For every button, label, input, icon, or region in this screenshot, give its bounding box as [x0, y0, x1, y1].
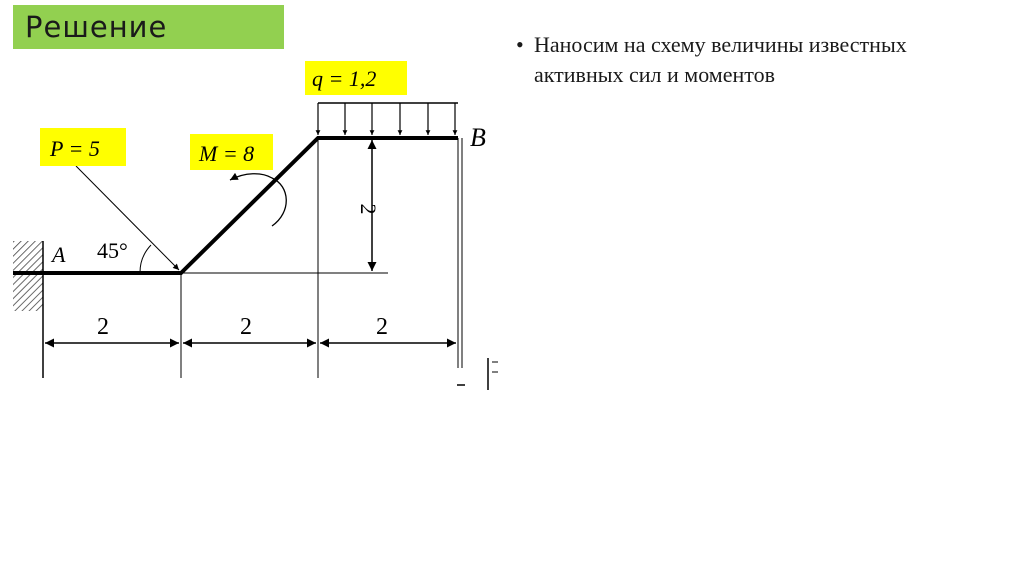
p-label: P = 5 [49, 136, 100, 161]
angle-label: 45° [97, 238, 128, 263]
force-p-arrow [75, 165, 180, 271]
angle-arc [139, 244, 152, 274]
q-label: q = 1,2 [312, 66, 376, 91]
bullet-dot-icon: • [516, 32, 524, 57]
bullet-list: • Наносим на схему величины известных ак… [516, 30, 936, 90]
point-b-label: B [470, 123, 486, 152]
dimension-label: 2 [240, 314, 252, 340]
dimension-label: 2 [97, 314, 109, 340]
m-label: M = 8 [198, 141, 254, 166]
dimension-label: 2 [376, 314, 388, 340]
height-label: 2 [356, 204, 381, 215]
bullet-item: • Наносим на схему величины известных ак… [516, 30, 936, 90]
bullet-text: Наносим на схему величины известных акти… [534, 32, 907, 87]
slide-title: Решение [13, 5, 284, 49]
wall-support [13, 241, 43, 311]
frame-beam [13, 136, 458, 275]
p-label-box [40, 128, 126, 166]
point-a-label: A [50, 242, 66, 267]
q-label-box [305, 61, 407, 95]
m-label-box [190, 134, 273, 170]
moment-m-arc [229, 172, 287, 227]
